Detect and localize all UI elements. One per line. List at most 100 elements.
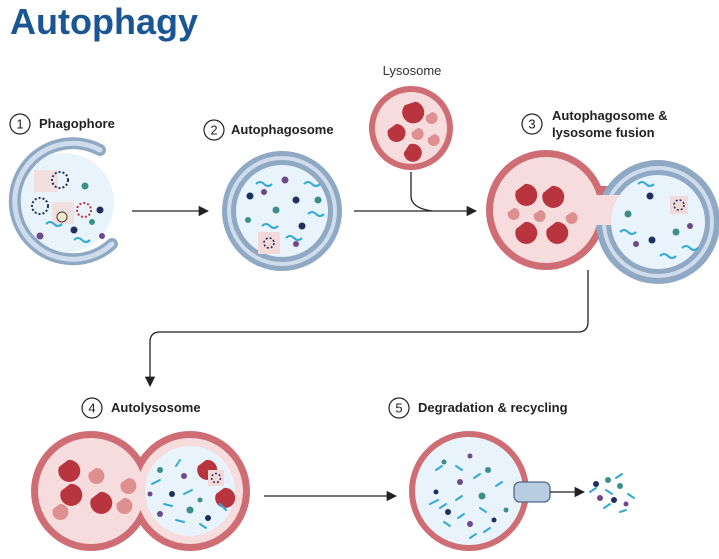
cargo-dot — [624, 210, 632, 218]
step-4-title: Autolysosome — [111, 400, 201, 415]
cargo-dot — [646, 192, 654, 200]
fusion-cargo-patch — [670, 196, 688, 214]
cargo-fragment — [473, 473, 481, 479]
cargo-dot — [186, 506, 194, 514]
cargo-squiggle — [681, 245, 699, 251]
enzyme-dark — [58, 459, 81, 482]
cargo-dot — [197, 497, 203, 503]
cargo-dot — [96, 206, 104, 214]
enzyme-dark — [515, 221, 538, 244]
cargo-dot — [293, 241, 299, 247]
step-4-number-circle — [81, 397, 103, 419]
step-5-title: Degradation & recycling — [418, 400, 568, 415]
degradation-vesicle — [409, 431, 551, 551]
enzyme-dark — [215, 487, 236, 508]
autophagosome — [222, 151, 342, 271]
cargo-fragment — [439, 503, 447, 509]
enzyme-dark — [90, 491, 113, 514]
lysosome-lumen — [375, 92, 447, 164]
enzyme-light — [533, 210, 546, 222]
cargo-dot — [99, 233, 105, 239]
cargo-squiggle — [307, 211, 325, 217]
cargo-fragment — [615, 473, 623, 479]
enzyme-light — [507, 208, 520, 220]
cargo-squiggle — [73, 237, 91, 243]
cargo-fragment — [627, 493, 635, 499]
step-3-label: 3 Autophagosome & lysosome fusion — [521, 108, 668, 140]
cargo-squiggle — [303, 181, 321, 187]
cargo-dot — [157, 467, 163, 473]
step-2-number-circle — [203, 119, 225, 141]
enzyme-light — [425, 112, 438, 124]
cargo-dot — [457, 479, 463, 485]
enzyme-light — [116, 497, 133, 514]
released-building-blocks — [589, 473, 635, 513]
phagophore-vesicle — [51, 171, 69, 189]
enzyme-light — [427, 134, 440, 146]
cargo-dot — [467, 521, 473, 527]
step-3-number-circle — [521, 113, 543, 135]
step-1-label: 1 Phagophore — [9, 113, 115, 135]
arrow-3-to-4 — [144, 270, 589, 388]
fusion-vesicle — [486, 150, 719, 284]
cargo-dot — [281, 176, 289, 184]
step-1-number: 1 — [16, 117, 23, 132]
lysosome-label: Lysosome — [383, 63, 442, 78]
cargo-fragment — [495, 481, 503, 487]
cargo-dot — [181, 473, 187, 479]
cargo-dot — [672, 228, 680, 236]
cargo-dot — [485, 467, 491, 473]
cargo-dot — [491, 517, 497, 523]
cargo-dot — [623, 501, 629, 507]
cargo-dot — [433, 489, 439, 495]
step-5-number: 5 — [395, 401, 402, 416]
cargo-fragment — [479, 507, 487, 513]
enzyme-dark — [60, 483, 83, 506]
cargo-dot — [503, 507, 509, 513]
cargo-dot — [611, 497, 617, 503]
cargo-dot — [617, 483, 623, 489]
cargo-fragment — [151, 479, 161, 485]
cargo-dot — [246, 192, 254, 200]
enzyme-dark — [542, 185, 565, 208]
autolysosome-vesicle — [210, 472, 222, 484]
page-title: Autophagy — [10, 1, 198, 42]
step-3-title-line1: Autophagosome & — [552, 108, 668, 123]
phagophore — [8, 137, 118, 266]
cargo-fragment — [175, 519, 185, 523]
step-2-title: Autophagosome — [231, 122, 334, 137]
cargo-dot — [298, 222, 306, 230]
cargo-fragment — [619, 509, 627, 513]
step-5-number-circle — [388, 397, 410, 419]
cargo-dot — [147, 491, 153, 497]
permease-channel — [513, 481, 551, 503]
cargo-fragment — [455, 495, 463, 501]
cargo-squiggle — [261, 223, 279, 229]
lysosome — [369, 86, 453, 170]
cargo-dot — [478, 492, 486, 500]
cargo-fragment — [163, 503, 173, 507]
step-4-label: 4 Autolysosome — [81, 397, 201, 419]
phagophore-membrane-inner — [12, 140, 115, 262]
phagophore-vesicle-3 — [76, 202, 92, 218]
enzyme-light — [565, 212, 578, 224]
enzyme-light — [120, 477, 137, 494]
cargo-squiggle — [255, 181, 273, 187]
step-4-number: 4 — [88, 401, 95, 416]
cargo-dot — [633, 241, 639, 247]
cargo-fragment — [175, 459, 181, 467]
cargo-squiggle — [619, 229, 637, 235]
cargo-squiggle — [45, 221, 63, 227]
enzyme-dark — [515, 183, 538, 206]
autolysosome — [31, 431, 250, 551]
cargo-fragment — [469, 533, 477, 539]
cargo-fragment — [199, 523, 207, 529]
step-1-number-circle — [9, 113, 31, 135]
cargo-squiggle — [659, 253, 677, 259]
cargo-dot — [272, 206, 280, 214]
cargo-fragment — [455, 465, 463, 471]
cargo-fragment — [219, 503, 227, 511]
cargo-fragment — [589, 487, 597, 493]
cargo-dot — [605, 477, 611, 483]
